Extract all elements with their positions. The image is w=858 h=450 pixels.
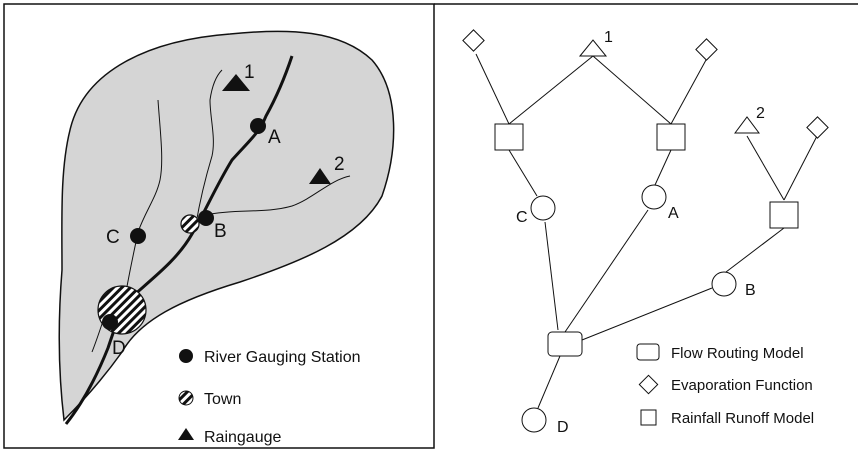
- legend-town-label: Town: [204, 391, 241, 408]
- rainfall-input-2-triangle: [734, 116, 760, 134]
- gauge-d-label: D: [112, 338, 126, 359]
- right-legend: Flow Routing Model Evaporation Function …: [636, 343, 814, 427]
- model-nodes: 1 2 C A B D: [462, 29, 829, 436]
- legend-flow-routing-label: Flow Routing Model: [671, 345, 804, 362]
- tributary-c: [123, 99, 163, 305]
- rainfall-input-1-triangle: [578, 39, 608, 57]
- legend-gauging-station-label: River Gauging Station: [204, 349, 361, 366]
- legend-raingauge-icon: [178, 428, 194, 440]
- rainfall-input-1-label: 1: [604, 29, 613, 46]
- main-river: [64, 55, 294, 425]
- gauge-b-dot: [198, 210, 214, 226]
- legend-rainfall-runoff-label: Rainfall Runoff Model: [671, 410, 814, 427]
- raingauge-1-triangle: [222, 74, 250, 91]
- legend-rainfall-runoff-icon: [640, 409, 657, 426]
- catchment-map: 1 2 A B C D: [58, 30, 395, 425]
- gauge-d-dot: [102, 314, 118, 330]
- node-d-label: D: [557, 419, 569, 436]
- node-a-label: A: [668, 205, 679, 222]
- town-b-marker: [180, 214, 200, 234]
- legend-evaporation-icon: [638, 374, 659, 395]
- legend-flow-routing-icon: [636, 343, 660, 361]
- legend-evaporation-label: Evaporation Function: [671, 377, 813, 394]
- raingauge-2-triangle: [309, 168, 331, 184]
- raingauge-1-label: 1: [244, 62, 255, 83]
- gauge-b-label: B: [214, 221, 227, 242]
- node-d-circle: [521, 407, 547, 433]
- node-b-label: B: [745, 282, 756, 299]
- rainfall-runoff-model-right: [769, 201, 799, 229]
- model-schematic: [475, 53, 818, 409]
- evaporation-node-right: [806, 116, 829, 139]
- gauge-c-dot: [130, 228, 146, 244]
- node-a-circle: [641, 184, 667, 210]
- left-legend: River Gauging Station Town Raingauge: [178, 349, 361, 446]
- rainfall-runoff-model-left: [494, 123, 524, 151]
- gauge-a-dot: [250, 118, 266, 134]
- rainfall-input-2-label: 2: [756, 105, 765, 122]
- legend-town-icon: [178, 390, 194, 406]
- left-panel-frame: [3, 3, 435, 449]
- gauge-c-label: C: [106, 227, 120, 248]
- raingauge-2-label: 2: [334, 154, 345, 175]
- tributary-east: [199, 175, 351, 217]
- node-c-label: C: [516, 209, 528, 226]
- tributary-north: [195, 69, 223, 225]
- node-b-circle: [711, 271, 737, 297]
- evaporation-node-left: [462, 29, 485, 52]
- legend-raingauge-label: Raingauge: [204, 429, 282, 446]
- legend-gauging-station-icon: [179, 349, 193, 363]
- node-c-circle: [530, 195, 556, 221]
- evaporation-node-middle: [695, 38, 718, 61]
- flow-routing-model-node: [547, 331, 583, 357]
- gauge-a-label: A: [268, 127, 281, 148]
- rainfall-runoff-model-middle: [656, 123, 686, 151]
